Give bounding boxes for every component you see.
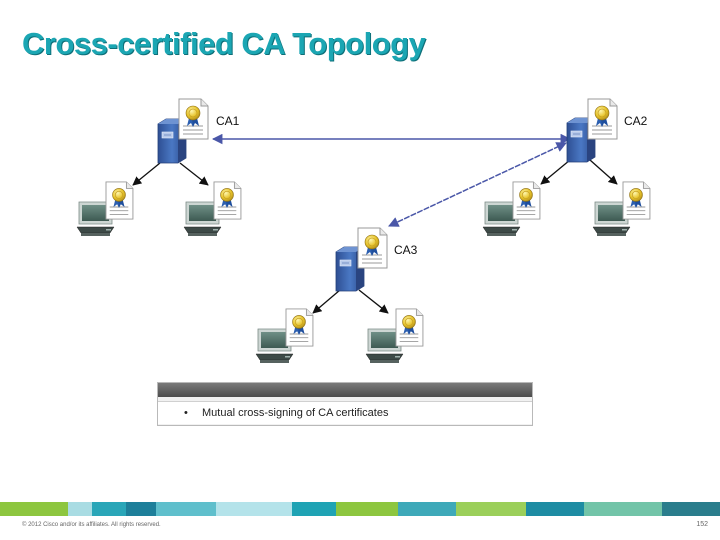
ca3-label: CA3 — [394, 243, 418, 257]
ca2-client-left-certificate-icon — [512, 181, 541, 220]
ca1-to-client-left-arrow — [132, 162, 161, 186]
ca3-certificate-icon — [357, 227, 388, 269]
footer-color-bar — [0, 502, 720, 516]
note-body: • Mutual cross-signing of CA certificate… — [158, 401, 532, 424]
ca2-to-client-right-arrow — [589, 159, 618, 185]
page-number: 152 — [696, 521, 708, 528]
footer-segment — [92, 502, 126, 516]
note-panel: • Mutual cross-signing of CA certificate… — [157, 382, 533, 426]
ca3-to-client-right-arrow — [358, 289, 389, 314]
ca2-certificate-icon — [587, 98, 618, 140]
footer-segment — [584, 502, 662, 516]
footer-segment — [126, 502, 156, 516]
footer-segment — [216, 502, 292, 516]
footer-segment — [336, 502, 398, 516]
ca3-to-client-left-arrow — [312, 289, 341, 314]
ca1-client-right-certificate-icon — [213, 181, 242, 220]
footer-segment — [292, 502, 336, 516]
ca3-client-right-certificate-icon — [395, 308, 424, 347]
footer-segment — [662, 502, 720, 516]
note-header-bar — [158, 383, 532, 397]
ca3-client-left-certificate-icon — [285, 308, 314, 347]
footer-segment — [526, 502, 584, 516]
footer-segment — [156, 502, 216, 516]
footer-segment — [68, 502, 92, 516]
footer-segment — [398, 502, 456, 516]
ca1-label: CA1 — [216, 114, 240, 128]
ca1-certificate-icon — [178, 98, 209, 140]
slide-title: Cross-certified CA Topology — [22, 26, 426, 61]
ca2-client-right-certificate-icon — [622, 181, 651, 220]
footer-segment — [456, 502, 526, 516]
note-text: Mutual cross-signing of CA certificates — [202, 407, 389, 419]
footer-segment — [0, 502, 68, 516]
ca2-label: CA2 — [624, 114, 648, 128]
ca2-to-client-left-arrow — [540, 159, 571, 185]
note-bullet: • — [184, 407, 188, 419]
ca2-ca3-cross-link — [388, 142, 567, 227]
copyright-text: © 2012 Cisco and/or its affiliates. All … — [22, 522, 161, 528]
ca1-to-client-right-arrow — [179, 162, 209, 186]
ca1-client-left-certificate-icon — [105, 181, 134, 220]
